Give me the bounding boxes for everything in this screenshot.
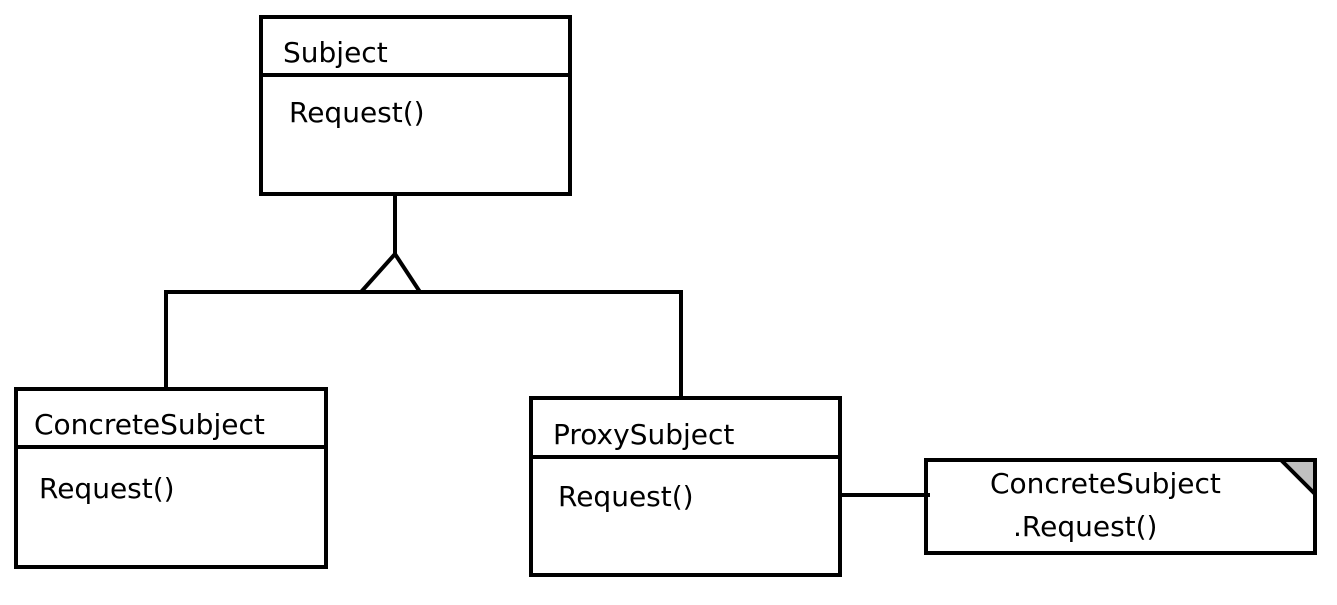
note-line: ConcreteSubject <box>990 467 1221 500</box>
concrete-subject-class-box: ConcreteSubject Request() <box>14 387 328 569</box>
proxy-subject-request-operation: Request() <box>558 480 694 513</box>
note-outline <box>924 458 1317 555</box>
concrete-subject-request-operation: Request() <box>39 472 175 505</box>
subject-request-operation: Request() <box>289 96 425 129</box>
note-line: .Request() <box>1013 510 1158 543</box>
note-fold-edge <box>1279 458 1317 496</box>
note: ConcreteSubject .Request() <box>924 458 1317 555</box>
proxy-subject-class-box: ProxySubject Request() <box>529 396 842 577</box>
concrete-subject-class-name: ConcreteSubject <box>18 391 324 449</box>
subject-class-name: Subject <box>263 19 568 77</box>
proxy-subject-class-name: ProxySubject <box>533 400 838 459</box>
inheritance-triangle <box>356 250 424 294</box>
subject-class-box: Subject Request() <box>259 15 572 196</box>
